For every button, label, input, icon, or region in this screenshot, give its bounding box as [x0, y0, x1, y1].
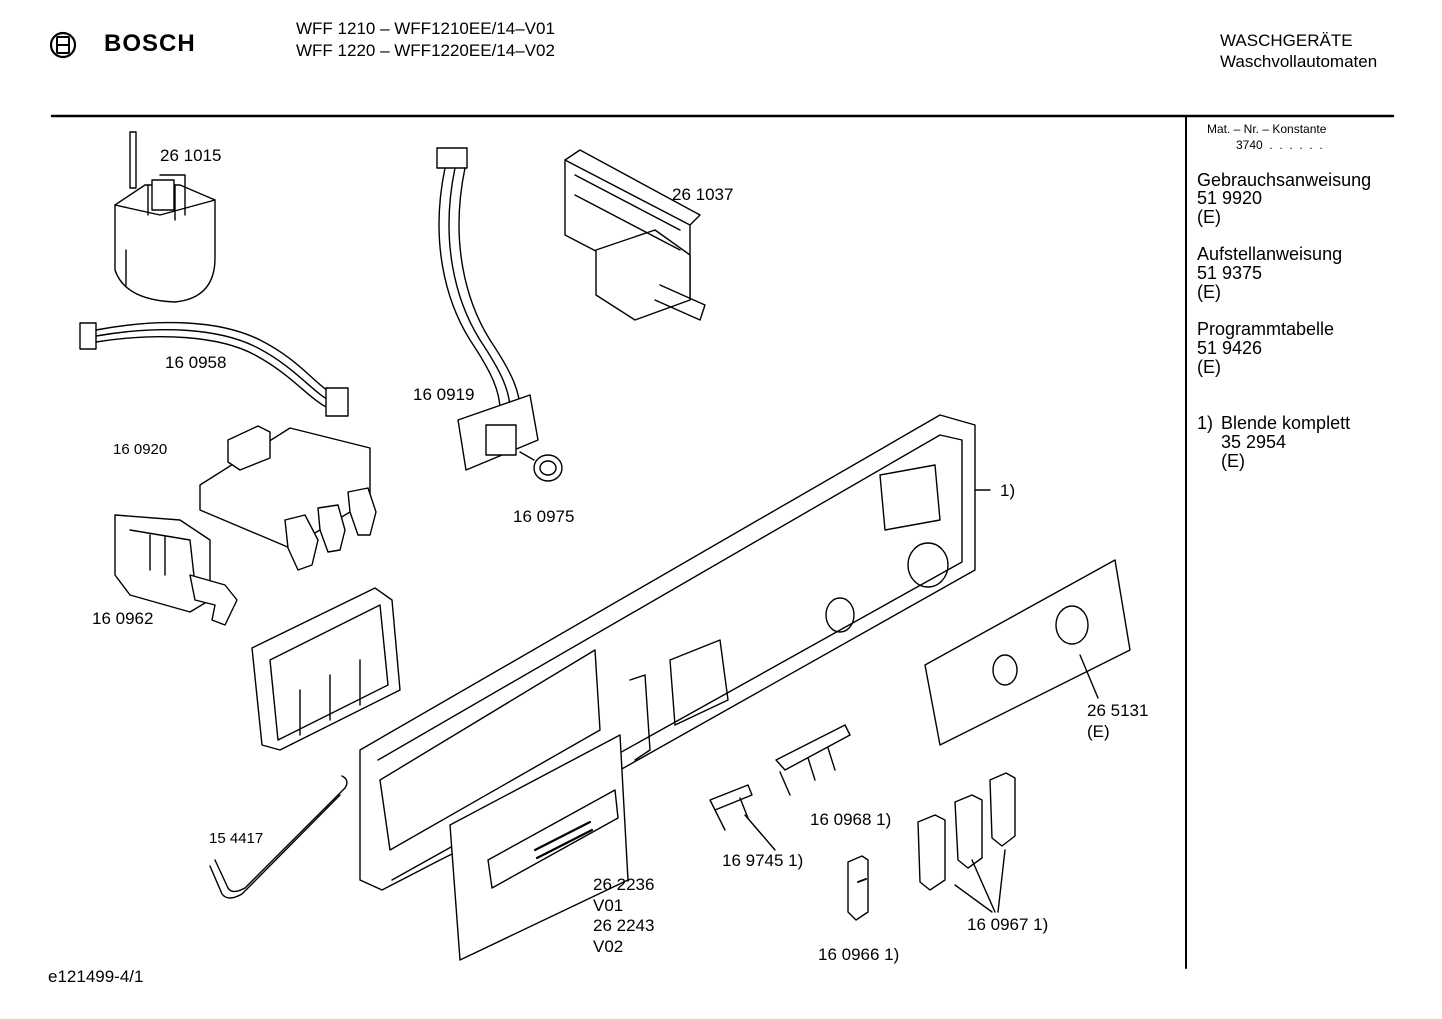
part-261037-shape — [564, 149, 706, 321]
part-label: 26 5131 — [1087, 701, 1149, 720]
model-line-1: WFF 1210 – WFF1210EE/14–V01 — [296, 19, 555, 38]
drawing-id: e121499-4/1 — [48, 967, 144, 986]
part-label: 16 0975 — [513, 507, 575, 526]
part-label: 26 2236 — [593, 875, 655, 894]
part-262236-shape — [449, 734, 629, 961]
part-bracket-shape — [251, 587, 401, 751]
leader-line — [1079, 654, 1099, 699]
doc-number: 51 9920 — [1197, 188, 1263, 208]
mat-value: 3740 . . . . . . — [1236, 138, 1323, 152]
doc-lang: (E) — [1197, 207, 1221, 227]
part-160920-shape — [199, 425, 377, 571]
part-160975-shape — [519, 451, 563, 482]
part-label: 16 0968 1) — [810, 810, 892, 829]
part-label: V02 — [593, 937, 624, 956]
doc-title: Gebrauchsanweisung — [1197, 170, 1372, 190]
doc-title: Aufstellanweisung — [1197, 244, 1343, 264]
part-154417-shape — [209, 775, 348, 899]
note-number: 35 2954 — [1221, 432, 1287, 452]
part-160962-shape — [114, 514, 238, 626]
part-160967-shape — [917, 772, 1016, 913]
bosch-emblem-icon — [49, 31, 77, 59]
part-label: 1) — [1000, 481, 1016, 500]
part-label: 16 9745 1) — [722, 851, 804, 870]
part-label: 16 0919 — [413, 385, 475, 404]
note-lang: (E) — [1221, 451, 1245, 471]
doc-lang: (E) — [1197, 357, 1221, 377]
part-160919-shape — [436, 147, 539, 471]
category-subtitle: Waschvollautomaten — [1220, 52, 1378, 71]
doc-title: Programmtabelle — [1197, 319, 1335, 339]
part-label: 16 0958 — [165, 353, 227, 372]
part-label: 16 0962 — [92, 609, 154, 628]
doc-lang: (E) — [1197, 282, 1221, 302]
part-label: 16 0920 — [113, 441, 168, 458]
note-marker: 1) — [1197, 413, 1214, 433]
part-label: 26 2243 — [593, 916, 655, 935]
part-label: 16 0966 1) — [818, 945, 900, 964]
part-label: 26 1037 — [672, 185, 734, 204]
model-line-2: WFF 1220 – WFF1220EE/14–V02 — [296, 41, 555, 60]
part-160958-shape — [79, 321, 349, 417]
part-label: 15 4417 — [209, 830, 264, 847]
part-label: 26 1015 — [160, 146, 222, 165]
category-title: WASCHGERÄTE — [1220, 31, 1353, 50]
part-label: (E) — [1087, 722, 1110, 741]
part-160968-shape — [775, 724, 851, 796]
part-160966-shape — [847, 855, 869, 921]
mat-label: Mat. – Nr. – Konstante — [1207, 122, 1327, 136]
part-label: V01 — [593, 896, 624, 915]
part-261015-shape — [114, 131, 216, 303]
part-265131-shape — [924, 559, 1131, 746]
doc-number: 51 9375 — [1197, 263, 1263, 283]
part-label: 16 0967 1) — [967, 915, 1049, 934]
brand-name: BOSCH — [104, 30, 196, 57]
doc-number: 51 9426 — [1197, 338, 1263, 358]
note-title: Blende komplett — [1221, 413, 1351, 433]
part-169745-shape — [709, 784, 776, 851]
